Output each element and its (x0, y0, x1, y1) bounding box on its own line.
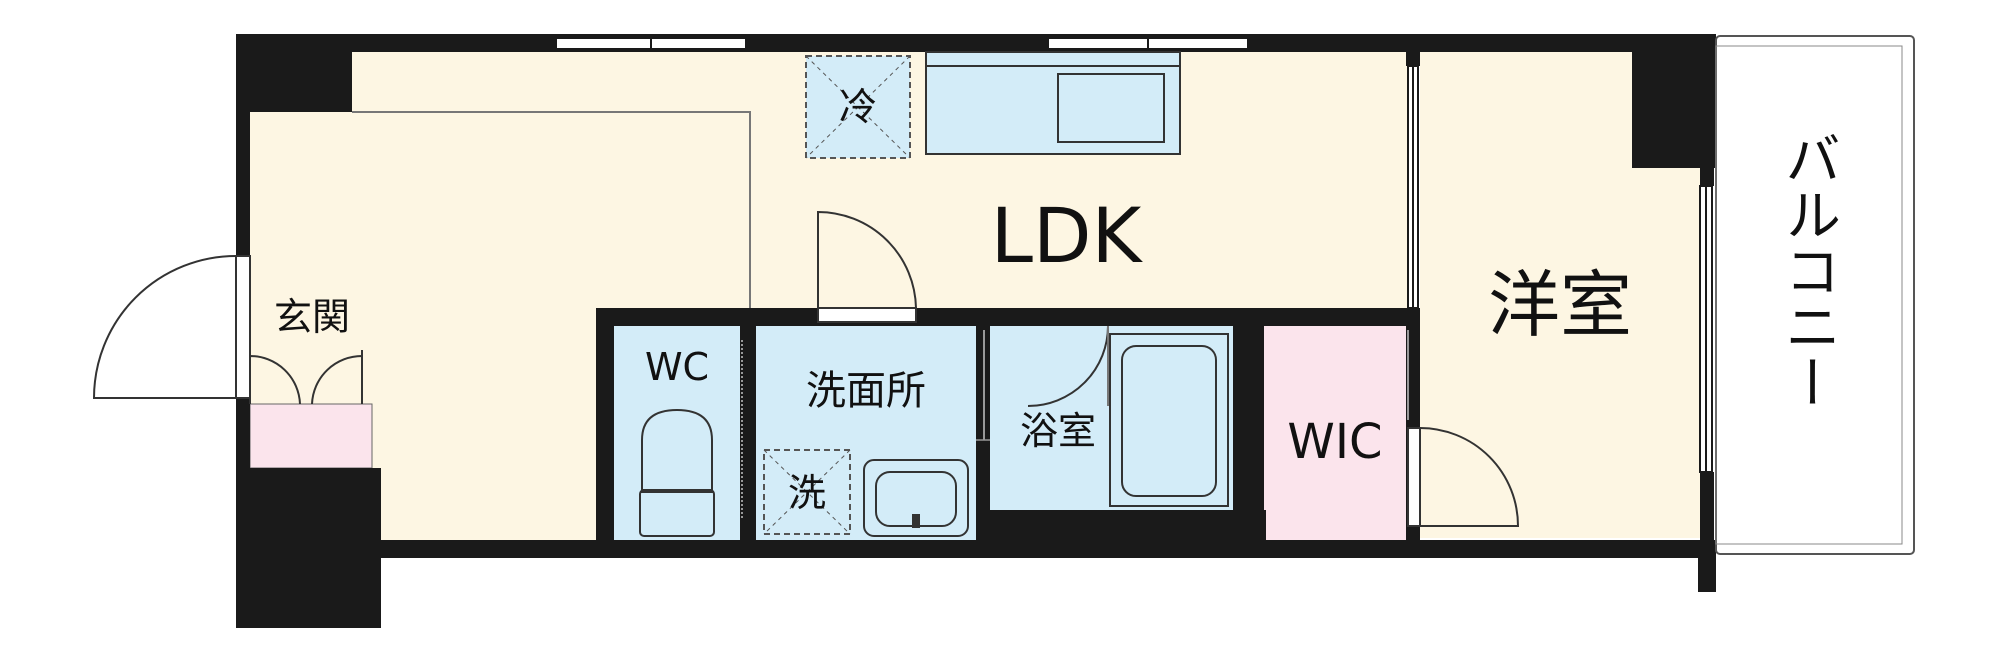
left-wall-low (236, 398, 250, 628)
balcony-label: バルコニー (1776, 130, 1841, 410)
washer-label: 洗 (788, 471, 826, 515)
left-column-upper (236, 34, 250, 256)
windows (555, 37, 1714, 540)
doors (92, 210, 1520, 527)
bathtub (1109, 333, 1229, 507)
bedroom-partition-top (1406, 34, 1420, 66)
entrance-door-frame[interactable] (235, 255, 251, 399)
right-column (1632, 34, 1716, 168)
entrance-door-swing (92, 255, 237, 399)
top-wall (236, 34, 1716, 52)
bathroom-label: 浴室 (1020, 409, 1096, 453)
fridge-label: 冷 (839, 85, 877, 129)
washroom-door-frame[interactable] (817, 307, 917, 323)
toilet-tank (639, 489, 715, 537)
washroom-label: 洗面所 (806, 368, 926, 414)
interior-lines (352, 111, 751, 308)
entrance-label: 玄関 (274, 295, 350, 339)
closet-label: WIC (1287, 414, 1382, 470)
closet-partition (1233, 326, 1264, 556)
entrance-floor (249, 403, 373, 469)
wet-area-left-wall (596, 308, 614, 558)
right-wall-low (1698, 540, 1716, 592)
bathtub-inner (1121, 345, 1217, 497)
right-wall-mid (1700, 472, 1714, 540)
wet-area-top-wall (596, 308, 1420, 326)
washroom-fixtures (763, 449, 969, 537)
ldk-label: LDK (991, 191, 1144, 280)
toilet-label: WC (645, 345, 709, 389)
vanity-tap (912, 514, 920, 528)
closet-floor (1264, 326, 1406, 540)
room-labels: LDK 洋室 玄関 WC 洗面所 浴室 WIC 冷 洗 バルコニー (274, 85, 1841, 515)
balcony-inner (1715, 45, 1903, 545)
balcony (1715, 35, 1915, 555)
bath-bottom-wall (976, 510, 1266, 558)
toilet-bowl (641, 408, 713, 491)
shoe-cabinet-doors (249, 354, 363, 405)
bedroom-label: 洋室 (1488, 263, 1632, 347)
toilet (639, 408, 715, 537)
bathroom-door-swing (1027, 325, 1109, 407)
left-column-top (236, 34, 352, 112)
left-column-bottom (236, 468, 381, 628)
kitchen-sink (1057, 73, 1165, 143)
bedroom-door-swing (1419, 427, 1520, 527)
washer-space (763, 449, 851, 535)
kitchen (805, 51, 1181, 159)
washroom-door-swing (817, 210, 917, 309)
bedroom-door-frame[interactable] (1407, 427, 1421, 527)
toilet-partition (740, 326, 756, 556)
right-wall-post (1700, 168, 1714, 186)
